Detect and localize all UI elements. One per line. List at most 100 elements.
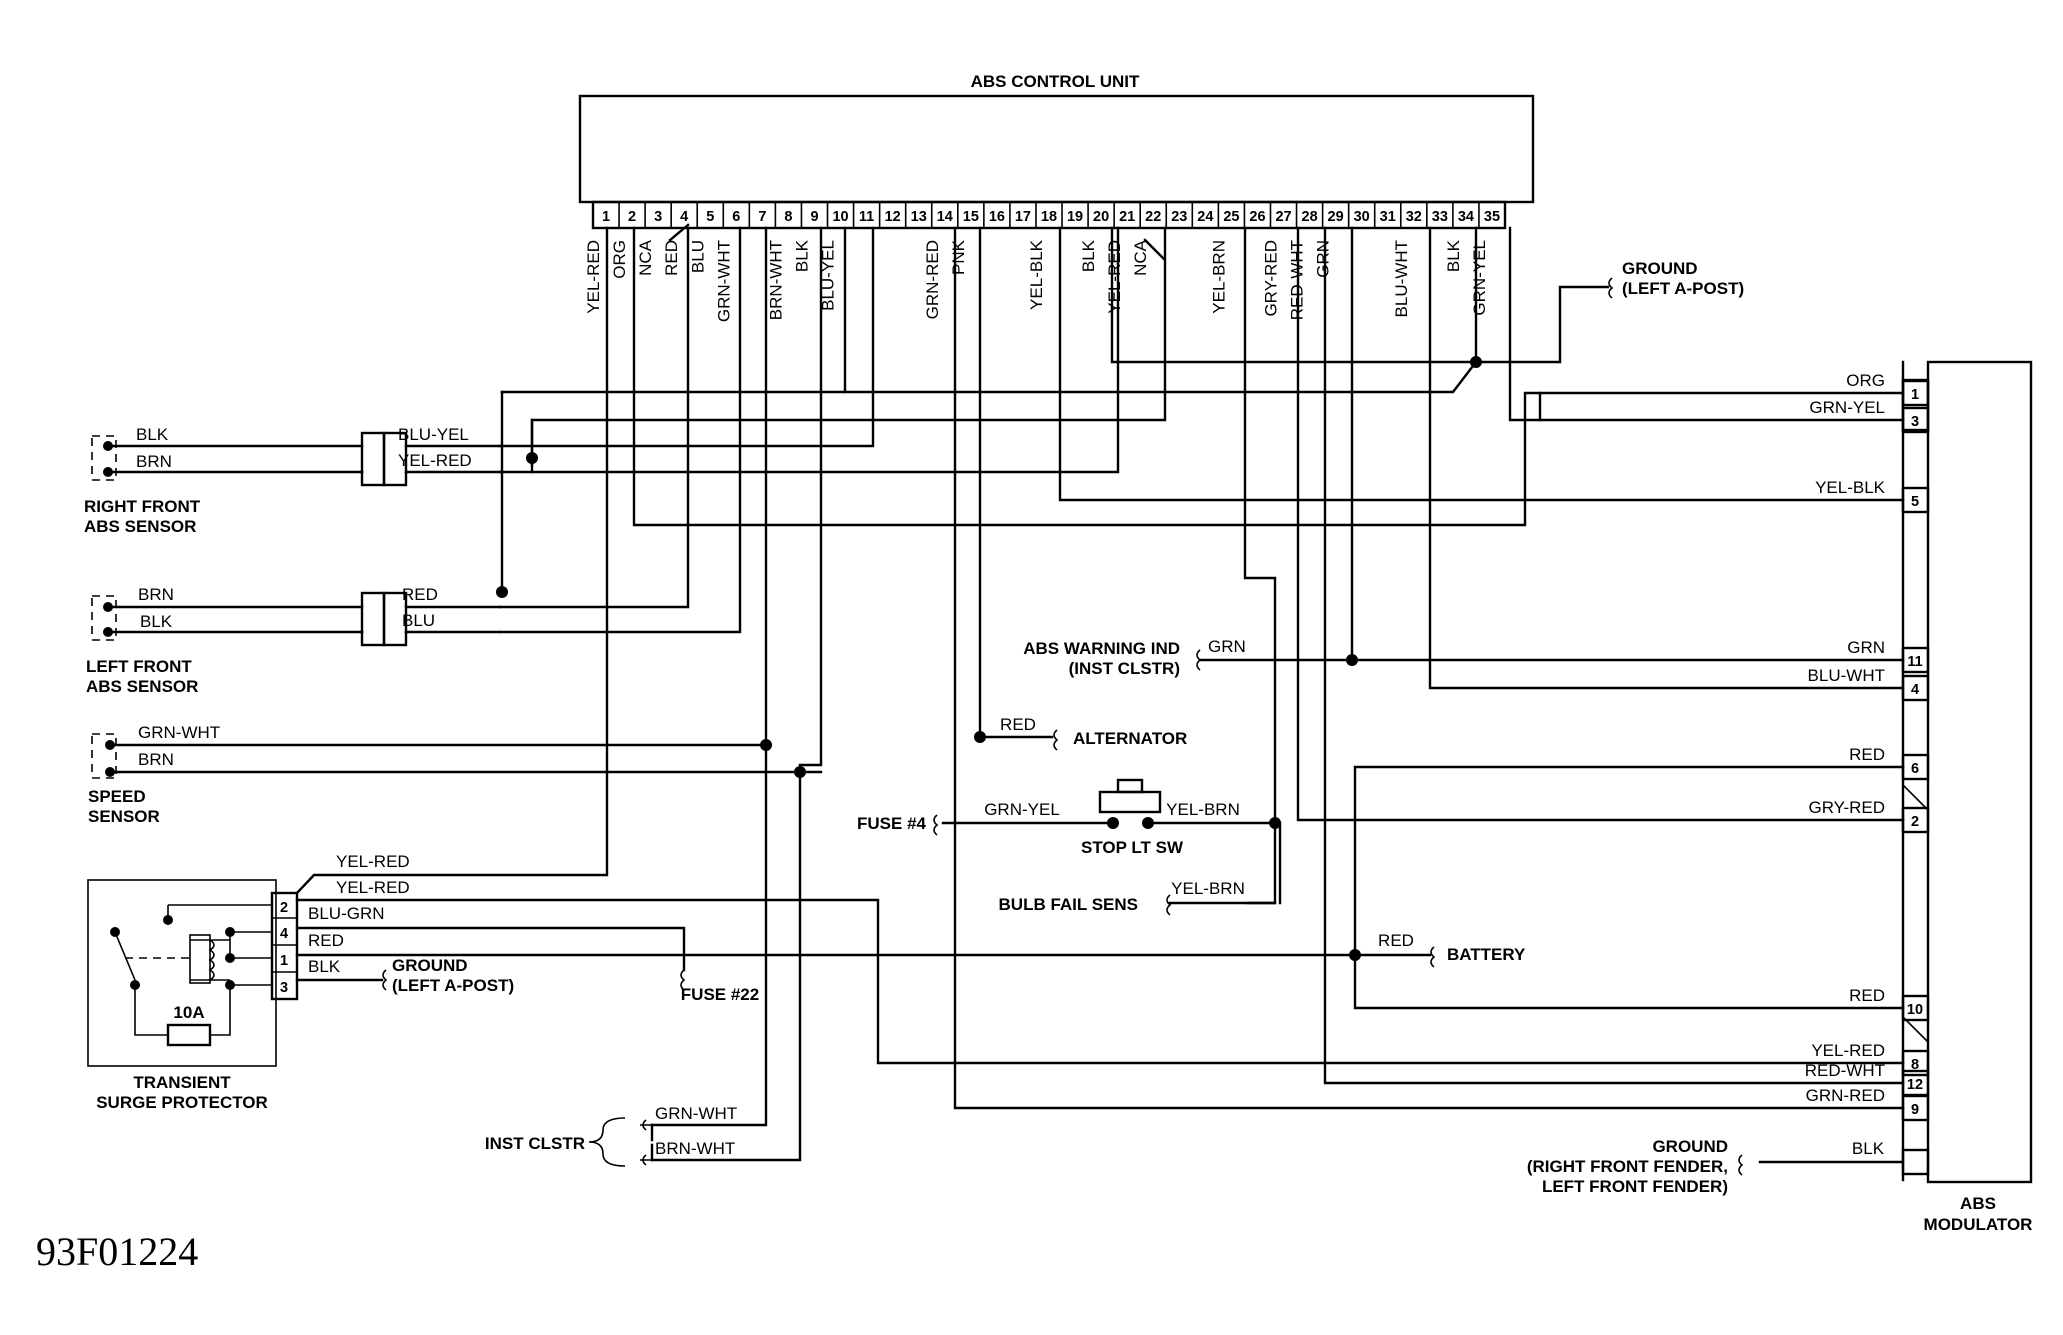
abs-warning-label-1: ABS WARNING IND — [1023, 639, 1180, 658]
abs-warning-wire: GRN — [1208, 637, 1246, 656]
cu-pin-number: 1 — [602, 209, 610, 225]
rf-wire-right-top: BLU-YEL — [398, 425, 469, 444]
rf-sensor-label-2: ABS SENSOR — [84, 517, 196, 536]
ground-a-post-label-1: GROUND — [1622, 259, 1698, 278]
wire-pin10-blu-yel — [498, 226, 875, 448]
wire-speed-sensor — [108, 743, 823, 774]
wire-pin4-red — [498, 223, 690, 609]
lf-wire-right-bottom: BLU — [402, 611, 435, 630]
lf-inline-connector-left — [360, 591, 386, 647]
lf-wire-right-top: RED — [402, 585, 438, 604]
surge-wire-red: RED — [308, 931, 344, 950]
modulator-pin-number: 8 — [1911, 1057, 1919, 1073]
lf-inline-connector-right — [382, 591, 408, 647]
cu-pin-number: 32 — [1406, 209, 1422, 225]
ground-a-post-symbol — [1608, 277, 1614, 299]
cu-pin-number: 14 — [937, 209, 953, 225]
stop-lt-contact-2 — [1142, 817, 1154, 829]
wire-pin1-yel-red — [295, 226, 609, 895]
modulator-pin-number: 12 — [1907, 1077, 1923, 1093]
cu-pin-number: 21 — [1119, 209, 1135, 225]
cu-pin-number: 5 — [706, 209, 714, 225]
cu-pin-wire-label: PNK — [949, 239, 968, 275]
surge-wire-blk: BLK — [308, 957, 341, 976]
cu-pin-wire-label: BRN-WHT — [766, 240, 785, 320]
surge-protector-label-1: TRANSIENT — [133, 1073, 231, 1092]
cu-pin-wire-label: BLK — [1079, 239, 1098, 272]
modulator-ground-wire: BLK — [1852, 1139, 1885, 1158]
cu-pin-wire-label: BLK — [792, 239, 811, 272]
surge-fuse-10a — [166, 1023, 212, 1047]
surge-ground-symbol — [382, 969, 388, 991]
inst-clstr-wire-top: GRN-WHT — [655, 1104, 737, 1123]
fuse4-label: FUSE #4 — [857, 814, 927, 833]
rf-wire-left-top: BLK — [136, 425, 169, 444]
surge-pin-1: 1 — [280, 953, 288, 969]
cu-pin-number: 10 — [832, 209, 848, 225]
cu-pin-number: 8 — [784, 209, 792, 225]
inst-clstr-connector-symbols — [642, 1119, 647, 1166]
wire-surge-blu-grn — [295, 926, 686, 972]
wire-pin5-blu — [498, 226, 742, 634]
stop-lt-switch: FUSE #4 GRN-YEL YEL-BRN STOP LT SW — [857, 778, 1240, 857]
surge-relay-leads — [190, 939, 230, 981]
abs-control-unit-connector — [591, 200, 1507, 230]
inst-clstr-bracket — [588, 1117, 652, 1167]
surge-protector-label-2: SURGE PROTECTOR — [96, 1093, 268, 1112]
cu-pin-number: 7 — [758, 209, 766, 225]
surge-internal-wiring — [134, 904, 272, 1036]
cu-pin-wire-label: GRN-WHT — [714, 240, 733, 322]
wire-pin18-yel-blk — [1058, 226, 1905, 502]
cu-pin-number: 6 — [732, 209, 740, 225]
wiring — [108, 223, 1905, 1164]
battery: RED BATTERY — [1378, 931, 1526, 968]
modulator-pin-number: 10 — [1907, 1002, 1923, 1018]
cu-pin-wire-label: GRN — [1314, 240, 1333, 278]
cu-pin-wire-label: BLU — [688, 240, 707, 273]
surge-relay-coil-box — [189, 934, 211, 984]
splice-dot-battery — [1349, 949, 1361, 961]
lf-wire-left-top: BRN — [138, 585, 174, 604]
wire-pin20-blk — [1110, 226, 1478, 364]
modulator-pin-number: 4 — [1911, 682, 1919, 698]
wire-pin2-org — [632, 226, 1905, 527]
surge-pin-2: 2 — [280, 900, 288, 916]
wire-pin8-brn-wht — [650, 226, 823, 1162]
cu-pin-number: 3 — [654, 209, 662, 225]
cu-pin-number: 20 — [1093, 209, 1109, 225]
surge-wire-blu-grn: BLU-GRN — [308, 904, 385, 923]
modulator-label-2: MODULATOR — [1924, 1215, 2033, 1234]
cu-pin-number: 13 — [911, 209, 927, 225]
abs-modulator-body — [1926, 360, 2033, 1184]
cu-pin-wire-label: ORG — [610, 240, 629, 279]
ground-left-a-post: GROUND (LEFT A-POST) — [1608, 259, 1744, 299]
battery-wire: RED — [1378, 931, 1414, 950]
modulator-wire-label: GRN-YEL — [1809, 398, 1885, 417]
surge-switch-terminal-a — [163, 915, 173, 925]
modulator-wire-label: RED — [1849, 745, 1885, 764]
control-unit-pin-dividers — [618, 202, 1480, 228]
surge-ground-label-1: GROUND — [392, 956, 468, 975]
inst-clstr-label: INST CLSTR — [485, 1134, 585, 1153]
abs-warning-connector-symbol — [1196, 649, 1202, 671]
wire-pin35-grn-yel — [1508, 226, 1905, 422]
cu-pin-wire-label: NCA — [636, 239, 655, 276]
wire-pin14-grn-red — [953, 226, 1905, 1110]
alternator: RED ALTERNATOR — [1000, 715, 1187, 751]
alternator-connector-symbol — [1053, 729, 1059, 751]
cu-pin-number: 18 — [1041, 209, 1057, 225]
right-front-abs-sensor: BLK BRN BLU-YEL YEL-RED RIGHT FRONT ABS … — [84, 425, 502, 536]
surge-switch-terminal-c — [130, 980, 140, 990]
stop-lt-plunger-top — [1116, 778, 1144, 794]
splice-dot-lf-shield — [496, 586, 508, 598]
modulator-ground-pin — [1901, 1148, 1930, 1176]
rf-inline-connector-left — [360, 431, 386, 487]
cu-pin-number: 31 — [1380, 209, 1396, 225]
speed-sensor: GRN-WHT BRN SPEED SENSOR — [88, 723, 220, 826]
cu-pin-number: 17 — [1015, 209, 1031, 225]
modulator-wire-label: ORG — [1846, 371, 1885, 390]
modulator-ground: BLK GROUND (RIGHT FRONT FENDER, LEFT FRO… — [1527, 1137, 1885, 1196]
